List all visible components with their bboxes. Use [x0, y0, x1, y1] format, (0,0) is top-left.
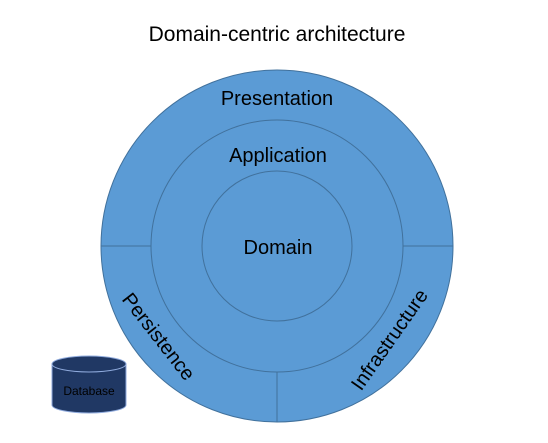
database-top [51, 355, 127, 373]
domain-label: Domain [244, 237, 313, 259]
database-cylinder: Database [51, 355, 127, 414]
database-label: Database [63, 384, 115, 398]
presentation-label: Presentation [221, 88, 333, 110]
diagram-title: Domain-centric architecture [149, 23, 406, 46]
application-label: Application [229, 145, 327, 167]
domain-core-circle [201, 170, 353, 322]
database-body [51, 363, 127, 414]
